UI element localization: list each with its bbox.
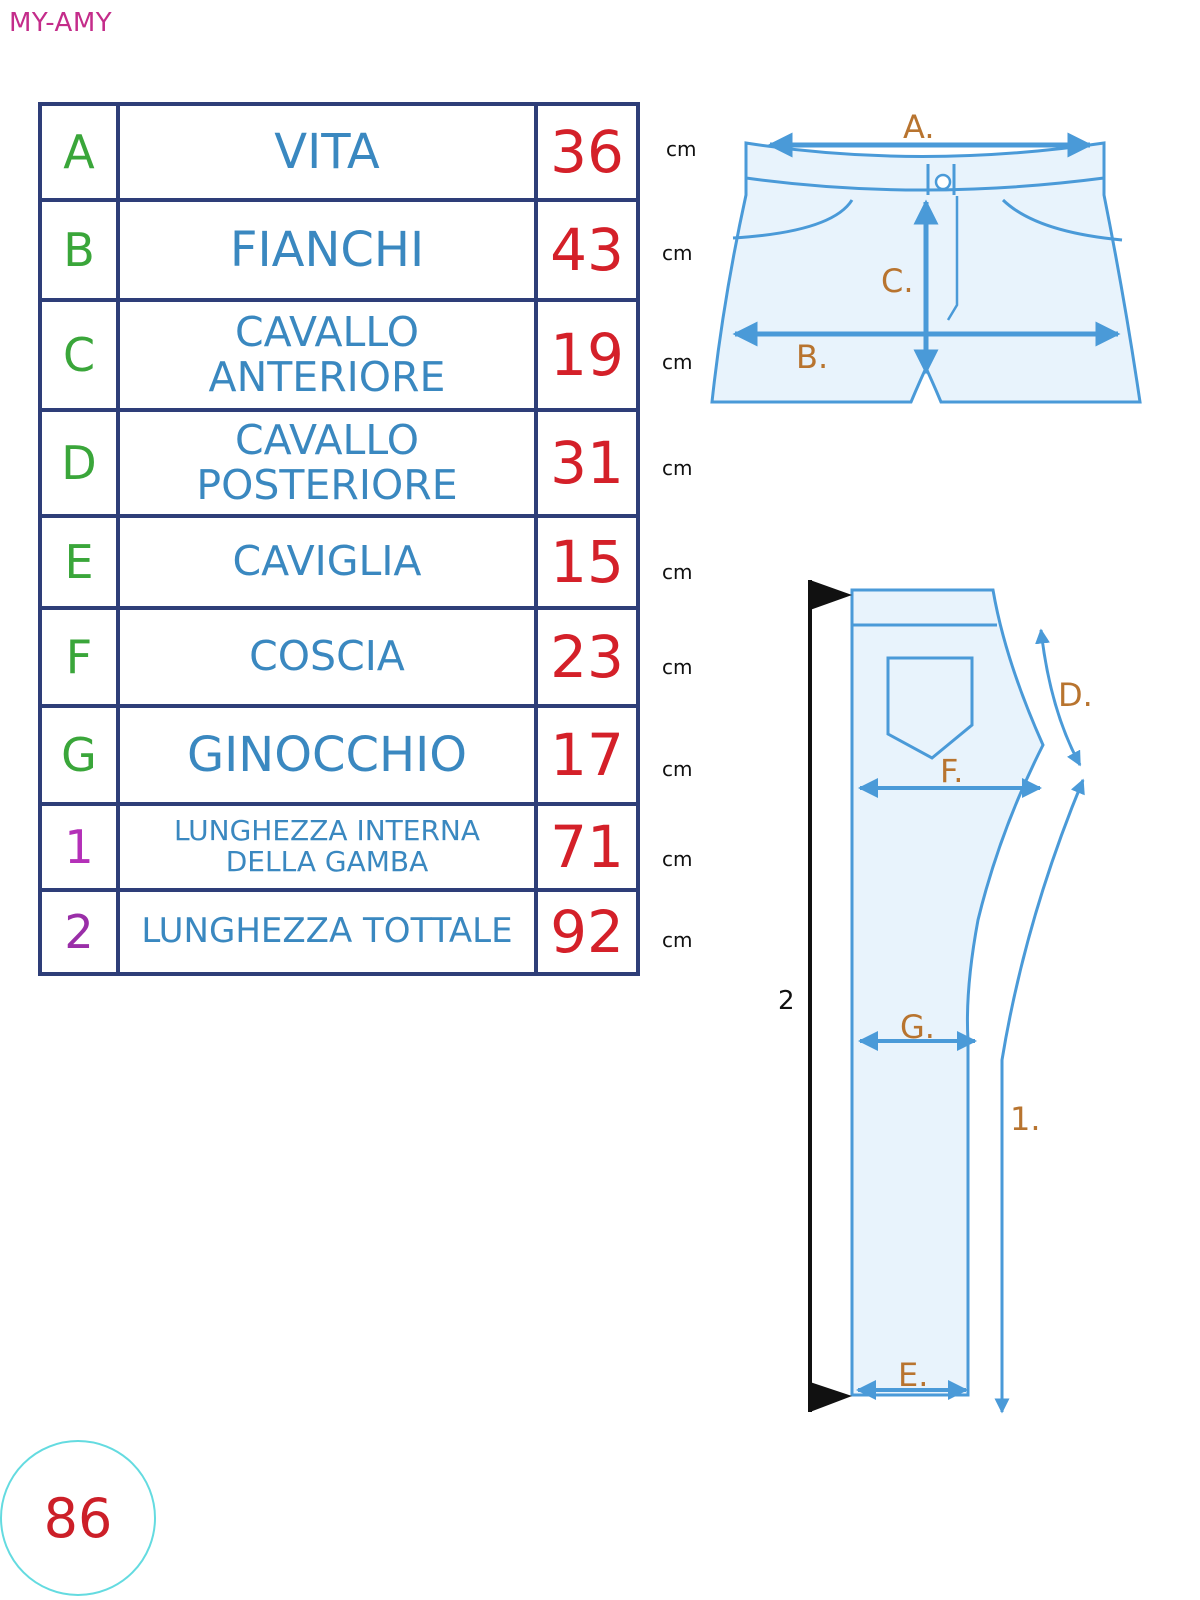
measure-letter: B <box>38 198 120 302</box>
measure-letter: F <box>38 606 120 708</box>
label-a: A. <box>903 108 935 146</box>
size-badge: 86 <box>0 1440 156 1596</box>
label-b: B. <box>796 338 828 376</box>
measure-value: 17 <box>534 704 640 806</box>
measure-name: CAVIGLIA <box>116 514 538 610</box>
measure-letter: C <box>38 298 120 412</box>
measure-letter: G <box>38 704 120 806</box>
label-g: G. <box>900 1008 935 1046</box>
unit-label: cm <box>662 456 693 480</box>
table-row: F COSCIA 23 <box>38 606 640 708</box>
trousers-top-illustration <box>710 132 1142 404</box>
label-c: C. <box>881 262 914 300</box>
label-f: F. <box>940 752 963 790</box>
measure-value: 31 <box>534 408 640 518</box>
measure-letter: 1 <box>38 802 120 892</box>
unit-label: cm <box>662 655 693 679</box>
label-d: D. <box>1058 676 1093 714</box>
unit-label: cm <box>662 928 693 952</box>
label-e: E. <box>898 1356 928 1394</box>
unit-label: cm <box>662 757 693 781</box>
measure-value: 92 <box>534 888 640 976</box>
measure-value: 43 <box>534 198 640 302</box>
measure-value: 23 <box>534 606 640 708</box>
label-total: 2 <box>778 986 795 1016</box>
unit-label: cm <box>662 560 693 584</box>
table-row: E CAVIGLIA 15 <box>38 514 640 610</box>
measure-letter: E <box>38 514 120 610</box>
measure-name: VITA <box>116 102 538 202</box>
table-row: A VITA 36 <box>38 102 640 202</box>
measure-name: COSCIA <box>116 606 538 708</box>
table-row: 2 LUNGHEZZA TOTTALE 92 <box>38 888 640 976</box>
label-inseam: 1. <box>1010 1100 1041 1138</box>
measure-value: 15 <box>534 514 640 610</box>
unit-label: cm <box>662 241 693 265</box>
unit-label: cm <box>666 137 697 161</box>
measure-letter: D <box>38 408 120 518</box>
measure-name: GINOCCHIO <box>116 704 538 806</box>
table-row: B FIANCHI 43 <box>38 198 640 302</box>
trousers-side-illustration <box>850 588 1085 1414</box>
measure-name: FIANCHI <box>116 198 538 302</box>
measure-value: 71 <box>534 802 640 892</box>
unit-label: cm <box>662 350 693 374</box>
total-length-indicator <box>808 580 852 1412</box>
measure-letter: A <box>38 102 120 202</box>
brand-name: MY-AMY <box>9 8 113 38</box>
measure-value: 36 <box>534 102 640 202</box>
measure-letter: 2 <box>38 888 120 976</box>
unit-label: cm <box>662 847 693 871</box>
measure-value: 19 <box>534 298 640 412</box>
table-row: G GINOCCHIO 17 <box>38 704 640 806</box>
measure-name: LUNGHEZZA TOTTALE <box>116 888 538 976</box>
